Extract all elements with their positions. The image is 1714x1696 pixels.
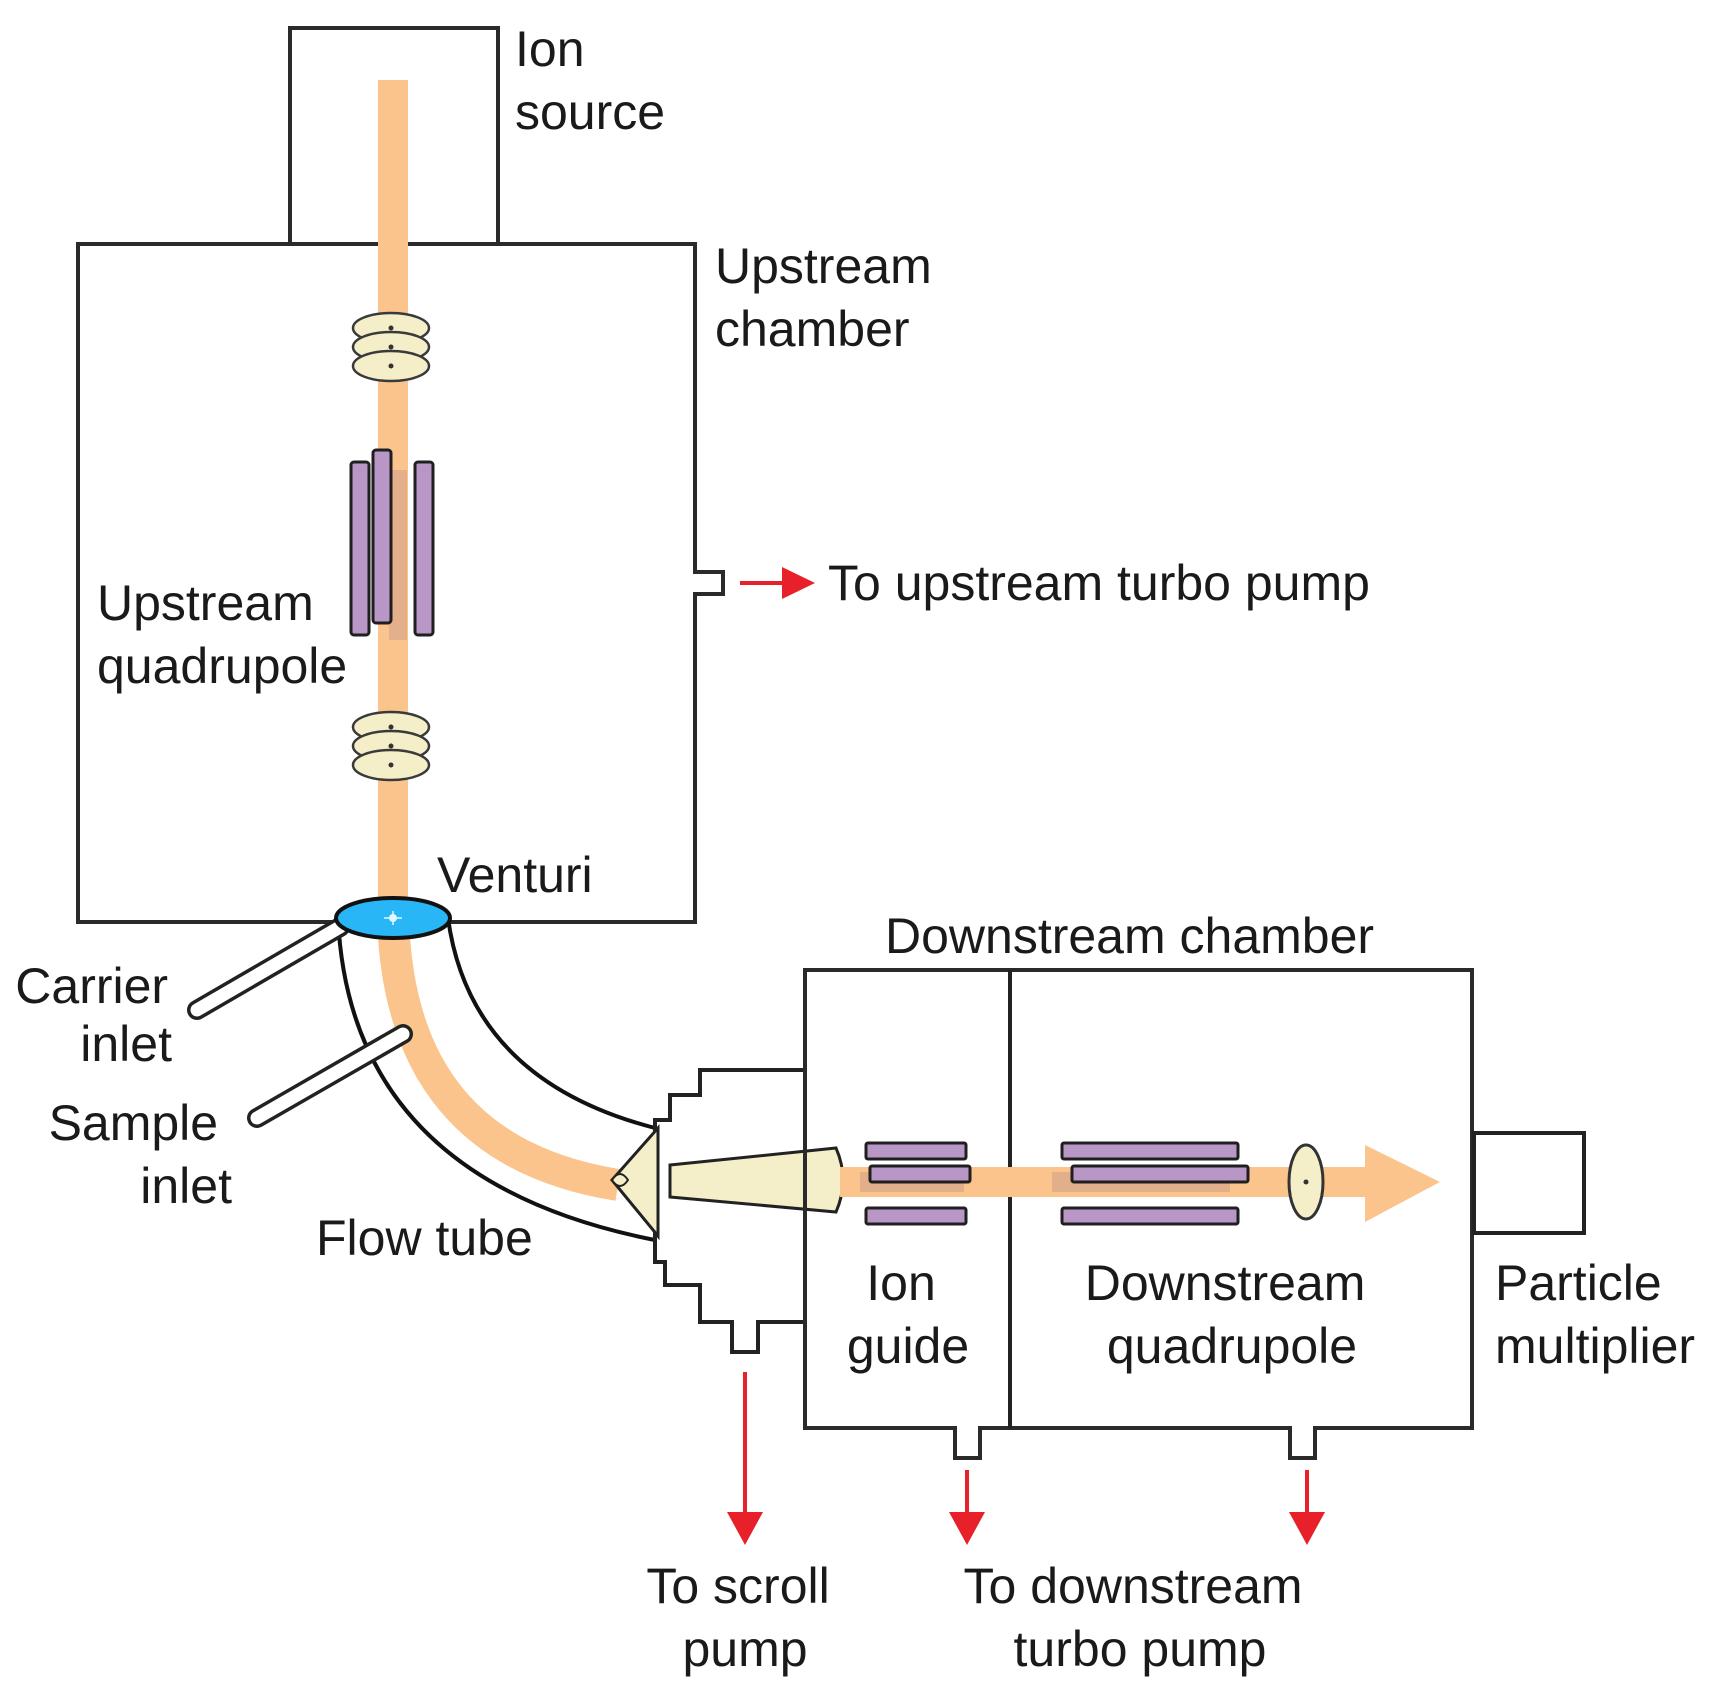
label-particle-multiplier-line2: multiplier <box>1495 1318 1695 1374</box>
label-ion-source: Ion source <box>515 21 665 140</box>
label-upstream-chamber-line2: chamber <box>715 301 910 357</box>
label-venturi: Venturi <box>437 847 593 903</box>
sample-inlet-tube <box>247 1024 413 1128</box>
venturi <box>334 896 452 940</box>
label-to-scroll-pump-line1: To scroll <box>646 1558 829 1614</box>
label-to-scroll-pump-line2: pump <box>682 1621 807 1677</box>
label-carrier-inlet: Carrier inlet <box>15 958 182 1072</box>
upstream-quadrupole-rods <box>349 448 435 640</box>
downstream-quadrupole-rods <box>1052 1141 1250 1226</box>
label-sample-inlet: Sample inlet <box>49 1095 233 1214</box>
arrow-to-downstream-turbo-pump-2 <box>1289 1470 1325 1545</box>
downstream-chamber-box <box>803 968 1474 1460</box>
upper-lens-stack <box>351 311 431 383</box>
flow-tube-wall-outer <box>336 917 656 1242</box>
label-ion-source-line1: Ion <box>515 21 585 77</box>
label-particle-multiplier: Particle multiplier <box>1495 1255 1695 1374</box>
scroll-pump-housing <box>653 1068 805 1354</box>
ion-beam-arrowhead <box>1365 1145 1440 1222</box>
label-upstream-quadrupole-line1: Upstream <box>97 575 314 631</box>
label-to-downstream-turbo-pump: To downstream turbo pump <box>964 1558 1317 1677</box>
arrow-to-scroll-pump <box>727 1372 763 1545</box>
label-ion-guide-line1: Ion <box>866 1255 936 1311</box>
carrier-inlet-tube <box>187 917 350 1020</box>
label-downstream-chamber: Downstream chamber <box>885 908 1374 964</box>
label-downstream-quadrupole-line2: quadrupole <box>1107 1318 1357 1374</box>
flow-tube-wall-inner <box>446 917 656 1130</box>
ion-beam-curved <box>377 914 621 1201</box>
ion-source-box <box>288 26 500 242</box>
upstream-chamber-box <box>76 242 725 924</box>
exit-lens <box>1287 1143 1325 1221</box>
label-to-downstream-turbo-pump-line1: To downstream <box>964 1558 1303 1614</box>
label-carrier-inlet-line1: Carrier <box>15 958 168 1014</box>
particle-multiplier-box <box>1472 1131 1586 1235</box>
label-ion-guide-line2: guide <box>847 1318 969 1374</box>
label-to-scroll-pump: To scroll pump <box>646 1558 843 1677</box>
skimmer-cone <box>610 1124 845 1241</box>
label-sample-inlet-line1: Sample <box>49 1095 219 1151</box>
label-carrier-inlet-line2: inlet <box>80 1016 172 1072</box>
label-to-downstream-turbo-pump-line2: turbo pump <box>1014 1621 1267 1677</box>
label-upstream-chamber: Upstream chamber <box>715 238 946 357</box>
label-upstream-chamber-line1: Upstream <box>715 238 932 294</box>
label-sample-inlet-line2: inlet <box>140 1158 232 1214</box>
ion-guide-rods <box>860 1141 972 1226</box>
arrow-to-upstream-turbo-pump <box>740 567 815 599</box>
label-ion-guide: Ion guide <box>847 1255 969 1374</box>
lower-lens-stack <box>351 710 431 782</box>
label-downstream-quadrupole-line1: Downstream <box>1085 1255 1366 1311</box>
label-upstream-quadrupole-line2: quadrupole <box>97 638 347 694</box>
arrow-to-downstream-turbo-pump-1 <box>949 1470 985 1545</box>
label-particle-multiplier-line1: Particle <box>1495 1255 1662 1311</box>
label-flow-tube: Flow tube <box>316 1210 533 1266</box>
label-downstream-quadrupole: Downstream quadrupole <box>1085 1255 1380 1374</box>
label-to-upstream-turbo-pump: To upstream turbo pump <box>828 555 1370 611</box>
label-upstream-quadrupole: Upstream quadrupole <box>97 575 347 694</box>
label-ion-source-line2: source <box>515 84 665 140</box>
